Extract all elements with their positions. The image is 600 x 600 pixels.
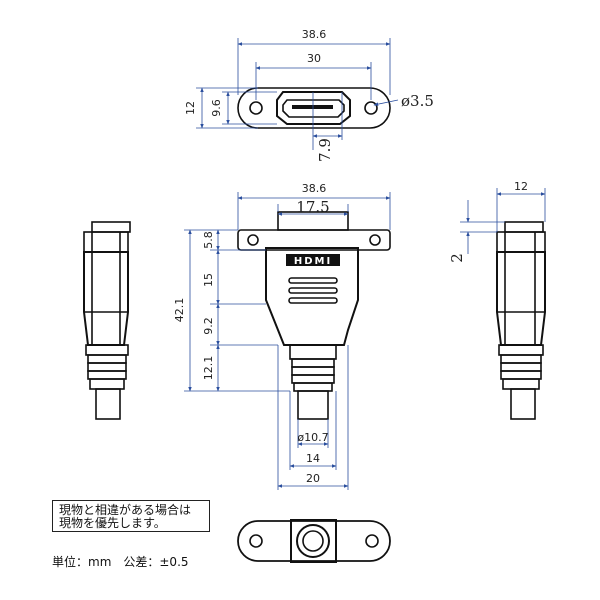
left-side-body bbox=[83, 251, 129, 346]
dim-top-port-height: 9.6 bbox=[210, 99, 223, 117]
dim-top-hole-spacing: 30 bbox=[307, 52, 321, 65]
dim-front-neck-width: 17.5 bbox=[296, 198, 329, 216]
top-port-tongue bbox=[292, 105, 333, 109]
rear-boot-ring bbox=[296, 524, 330, 558]
disclaimer-line-2: 現物を優先します。 bbox=[59, 516, 166, 530]
rear-body bbox=[290, 519, 337, 563]
dim-port-offset: 7.9 bbox=[316, 138, 334, 162]
dim-top-height: 12 bbox=[184, 101, 197, 115]
unit-tolerance-note: 単位：mm 公差：±0.5 bbox=[52, 555, 189, 569]
left-side-boot bbox=[85, 344, 129, 390]
front-hole-left bbox=[247, 234, 259, 246]
dim-front-flange-height: 5.8 bbox=[202, 231, 215, 249]
hdmi-logo-plate bbox=[286, 254, 340, 266]
dim-front-total-height: 42.1 bbox=[173, 298, 186, 323]
top-flange bbox=[237, 87, 391, 129]
left-side-view bbox=[83, 221, 131, 420]
dim-top-overall-width: 38.6 bbox=[302, 28, 327, 41]
right-side-cable bbox=[510, 388, 536, 420]
front-flange bbox=[237, 229, 391, 251]
right-side-view: 12 2 bbox=[448, 180, 546, 420]
rear-flange bbox=[237, 520, 391, 562]
dim-front-taper-height: 9.2 bbox=[202, 317, 215, 335]
dim-hole-diameter: ø3.5 bbox=[401, 92, 434, 110]
hdmi-logo-text: HDMI bbox=[294, 256, 332, 267]
front-grip-slots bbox=[288, 277, 338, 304]
dim-side-offset: 2 bbox=[448, 253, 466, 263]
dim-side-width: 12 bbox=[514, 180, 528, 193]
rear-cable-end bbox=[302, 530, 324, 552]
right-side-boot bbox=[498, 344, 544, 390]
dim-front-tail-height: 12.1 bbox=[202, 356, 215, 381]
front-cable bbox=[297, 390, 329, 420]
top-port-outer bbox=[276, 91, 351, 125]
front-hole-right bbox=[369, 234, 381, 246]
left-side-cable bbox=[95, 388, 121, 420]
top-hole-right bbox=[364, 101, 378, 115]
rear-hole-right bbox=[365, 534, 379, 548]
disclaimer-line-1: 現物と相違がある場合は bbox=[59, 503, 192, 517]
dim-front-overall-width: 38.6 bbox=[302, 182, 327, 195]
right-side-cap bbox=[504, 221, 544, 233]
front-boot bbox=[289, 344, 337, 392]
dim-cable-diameter: ø10.7 bbox=[297, 431, 328, 444]
top-view: 38.6 30 12 9.6 ø3.5 7.9 bbox=[184, 28, 434, 162]
top-hole-left bbox=[249, 101, 263, 115]
front-view: HDMI 38.6 17.5 bbox=[173, 182, 391, 490]
top-port-inner bbox=[282, 99, 345, 118]
rear-hole-left bbox=[249, 534, 263, 548]
disclaimer-note: 現物と相違がある場合は 現物を優先します。 bbox=[52, 500, 210, 532]
dim-boot-width: 14 bbox=[306, 452, 320, 465]
left-side-flange bbox=[83, 231, 129, 253]
dim-front-body-height: 15 bbox=[202, 273, 215, 287]
left-side-cap bbox=[91, 221, 131, 233]
rear-view bbox=[237, 519, 391, 563]
dim-body-width: 20 bbox=[306, 472, 320, 485]
front-body bbox=[265, 247, 359, 346]
